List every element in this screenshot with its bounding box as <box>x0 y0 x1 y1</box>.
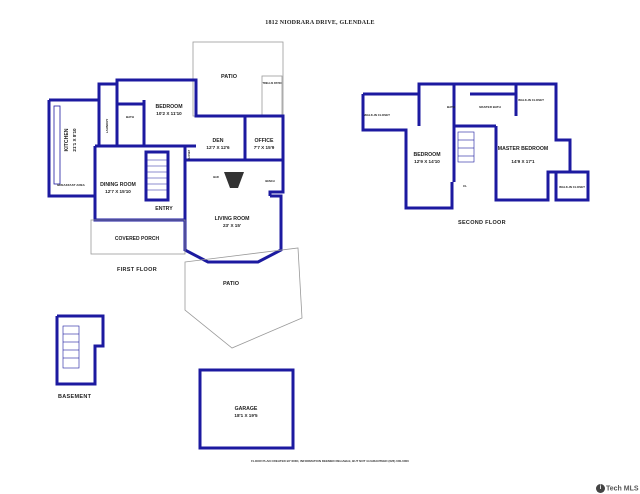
kitchen-counter <box>53 105 61 185</box>
patio-top-label: PATIO <box>221 74 238 80</box>
second-floor-walls <box>361 82 590 210</box>
kitchen-name: KITCHEN <box>64 128 70 151</box>
walkin-right-bottom-label: WALK-IN CLOSET <box>559 185 585 189</box>
master-dim: 14'9 X 17'1 <box>511 159 535 164</box>
patio-top-area <box>192 41 284 117</box>
bath1-label: BATH <box>126 115 134 119</box>
master-name: MASTER BEDROOM <box>498 146 548 152</box>
breakfast-label: BREAKFAST AREA <box>57 183 85 187</box>
dining-name: DINING ROOM <box>100 182 136 188</box>
garage-dim: 18'1 X 19'5 <box>234 413 258 418</box>
trellis-label: TRELLIS PATIO <box>262 81 281 85</box>
walkin-right-top-label: WALK-IN CLOSET <box>518 98 544 102</box>
entry-label: ENTRY <box>155 206 173 212</box>
cl-label: CL <box>463 184 467 188</box>
bar-label: BAR <box>213 175 219 179</box>
first-floor-stairs <box>146 159 168 191</box>
office-dim: 7'7 X 15'9 <box>254 145 275 150</box>
plan-footer: FLOOR PLAN CREATED BY IR3D, INFORMATION … <box>251 459 409 463</box>
bedroom2-dim: 12'9 X 14'10 <box>414 159 440 164</box>
porch-and-patio-outline <box>90 219 303 349</box>
kitchen-dim: 21'1 X 8'10 <box>72 128 77 152</box>
garage-name: GARAGE <box>235 406 258 412</box>
master-bath-label: MASTER BATH <box>479 105 501 109</box>
second-floor-stairs <box>457 131 475 163</box>
bath2-label: BATH <box>447 105 455 109</box>
basement-walls <box>55 314 105 386</box>
laundry-label: LAUNDRY <box>105 119 109 134</box>
fireplace <box>224 172 244 188</box>
closet-label: CLOSET <box>187 149 191 160</box>
brand-mark: i <box>596 484 605 493</box>
den-name: DEN <box>213 138 224 144</box>
bedroom2-name: BEDROOM <box>413 152 440 158</box>
plan-title: 1812 NIODRARA DRIVE, GLENDALE <box>265 20 375 26</box>
first-floor-label: FIRST FLOOR <box>117 267 157 273</box>
dining-dim: 12'7 X 15'10 <box>105 189 131 194</box>
office-name: OFFICE <box>254 138 274 144</box>
porch-name: COVERED PORCH <box>115 236 160 242</box>
walkin-left-label: WALK-IN CLOSET <box>364 113 390 117</box>
second-floor-label: SECOND FLOOR <box>458 220 506 226</box>
brand-name: Tech MLS <box>606 485 639 493</box>
patio-bottom-label: PATIO <box>223 281 240 287</box>
basement-stairs <box>62 325 80 369</box>
living-dim: 23' X 15' <box>223 223 241 228</box>
den-dim: 12'7 X 12'6 <box>206 145 230 150</box>
basement-label: BASEMENT <box>58 394 92 400</box>
bedroom1-name: BEDROOM <box>155 104 182 110</box>
bench-label: BENCH <box>265 179 274 183</box>
garage-walls <box>198 368 295 450</box>
bedroom1-dim: 10'2 X 11'10 <box>156 111 182 116</box>
living-name: LIVING ROOM <box>215 216 250 222</box>
